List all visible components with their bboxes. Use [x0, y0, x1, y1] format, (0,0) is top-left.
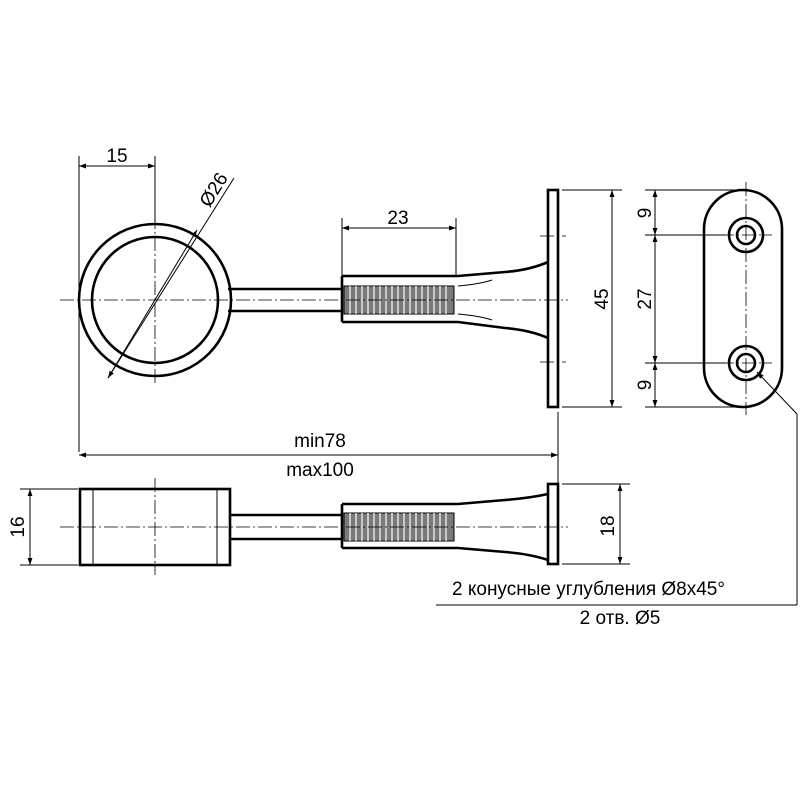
- dim-label-16: 16: [8, 516, 29, 537]
- dim-label-9-top: 9: [635, 208, 656, 219]
- side-view: 16 18: [8, 478, 630, 575]
- dim-label-min: min78: [294, 431, 346, 452]
- tapered-body-inner: [457, 279, 493, 321]
- callout-holes: 2 отв. Ø5: [580, 608, 661, 629]
- dim-line-diameter-b: [107, 229, 198, 379]
- dim-label-max: max100: [286, 460, 354, 481]
- dim-label-27: 27: [635, 288, 656, 309]
- plate-front-view: 9 27 9: [436, 182, 798, 606]
- callout-leader-arrow: [756, 371, 798, 415]
- mounting-plate-front: [702, 188, 784, 409]
- dim-label-23: 23: [387, 208, 408, 229]
- side-tapered-body: [457, 492, 549, 562]
- dim-label-45: 45: [592, 288, 613, 309]
- side-mounting-plate: [546, 482, 560, 566]
- dim-label-15: 15: [106, 146, 127, 167]
- dim-label-9-bottom: 9: [635, 380, 656, 391]
- dim-line-diameter: [107, 177, 235, 379]
- side-thread-sleeve: [340, 502, 458, 550]
- dim-label-diameter: Ø26: [196, 169, 233, 211]
- dim-label-18: 18: [598, 515, 619, 536]
- tapered-body: [457, 260, 549, 340]
- thread-sleeve: [340, 274, 458, 324]
- callout-countersink: 2 конусные углубления Ø8x45°: [452, 579, 725, 600]
- mounting-plate-side: [546, 188, 560, 409]
- length-dimension: min78 max100: [79, 412, 559, 488]
- top-view: 15 Ø26 23 45: [60, 146, 622, 452]
